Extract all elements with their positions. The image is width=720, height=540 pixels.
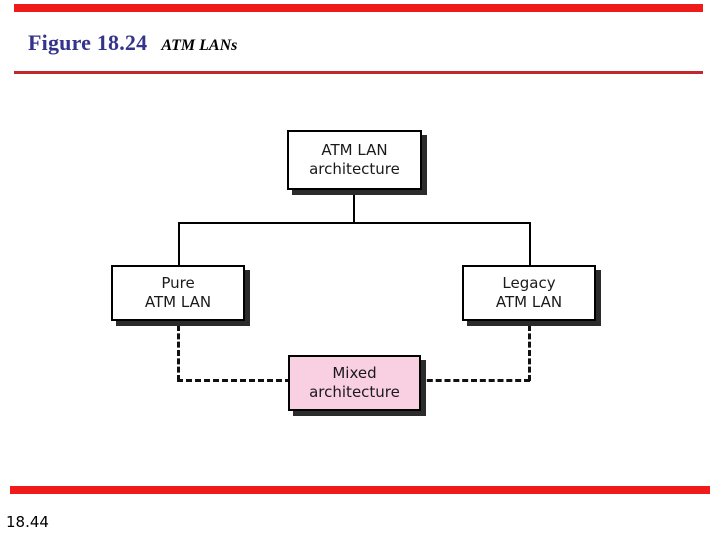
figure-title: Figure 18.24 ATM LANs	[28, 30, 237, 60]
node-mixed-line2: architecture	[309, 383, 400, 401]
node-mixed-architecture[interactable]: Mixed architecture	[288, 355, 421, 411]
node-legacy-line1: Legacy	[502, 274, 556, 293]
connector-horizontal-bus	[178, 222, 531, 224]
connector-pure-to-mixed-vertical	[177, 325, 180, 381]
page-number: 18.44	[6, 513, 49, 531]
node-legacy-atm-lan[interactable]: Legacy ATM LAN	[462, 265, 596, 321]
node-pure-line2: ATM LAN	[144, 293, 212, 311]
connector-legacy-to-mixed-horizontal	[418, 379, 530, 382]
node-pure-atm-lan[interactable]: Pure ATM LAN	[111, 265, 245, 321]
bottom-red-rule	[10, 486, 710, 494]
figure-number-label: Figure 18.24	[28, 30, 148, 55]
figure-caption-label: ATM LANs	[161, 37, 238, 54]
top-red-rule	[14, 4, 703, 12]
connector-legacy-to-mixed-vertical	[528, 325, 531, 381]
node-legacy-line2: ATM LAN	[495, 293, 563, 311]
connector-root-to-bus	[353, 194, 355, 223]
node-root-line2: architecture	[309, 160, 400, 178]
node-atm-lan-architecture[interactable]: ATM LAN architecture	[287, 130, 422, 190]
title-underline-rule	[14, 71, 703, 74]
node-root-line1: ATM LAN	[321, 141, 388, 160]
connector-pure-to-mixed-horizontal	[177, 379, 291, 382]
node-mixed-line1: Mixed	[332, 364, 377, 383]
node-pure-line1: Pure	[161, 274, 195, 293]
connector-bus-to-pure	[178, 222, 180, 266]
connector-bus-to-legacy	[529, 222, 531, 266]
